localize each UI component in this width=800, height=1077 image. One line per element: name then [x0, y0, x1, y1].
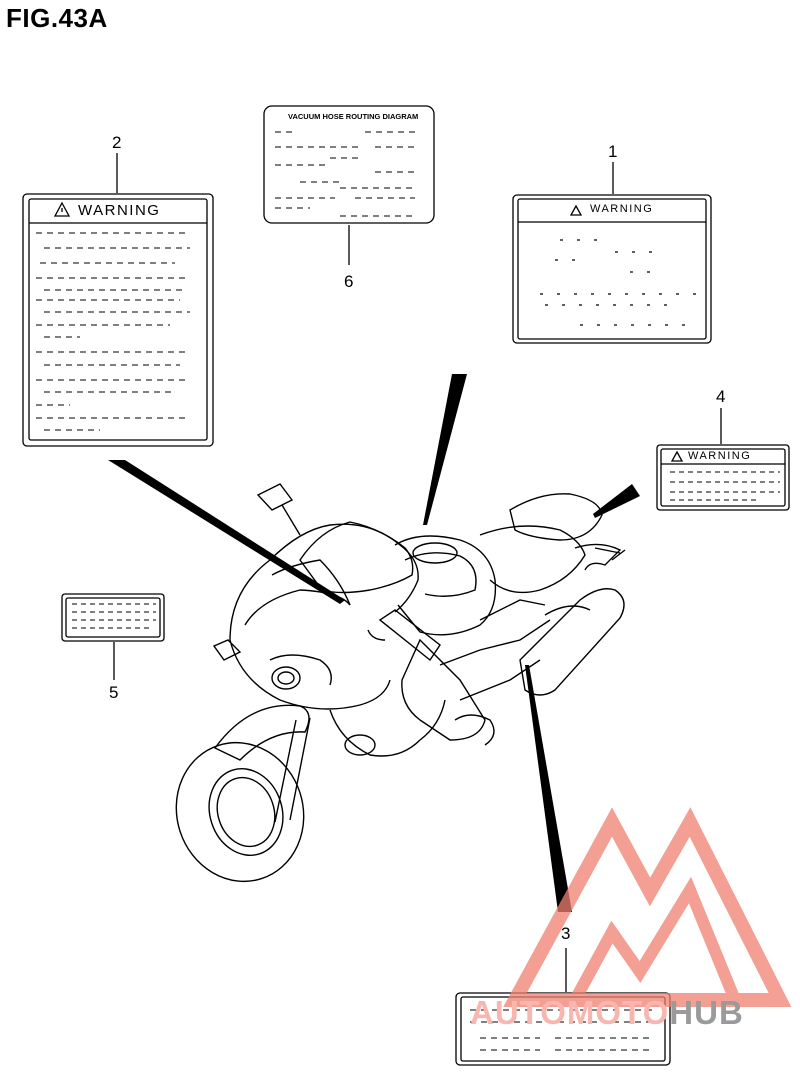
- label-6-vacuum-hose-diagram: [263, 105, 435, 265]
- callout-5: 5: [109, 683, 119, 702]
- label-4-warning: [656, 408, 790, 511]
- callout-3: 3: [561, 924, 571, 943]
- warning-triangle-icon: [569, 204, 583, 216]
- label-3: [455, 948, 671, 1066]
- callout-4: 4: [716, 387, 726, 406]
- warning-triangle-icon: [670, 450, 684, 462]
- motorcycle-illustration: [175, 483, 626, 883]
- figure-title: FIG.43A: [6, 3, 108, 33]
- vacuum-diagram-title: VACUUM HOSE ROUTING DIAGRAM: [288, 112, 419, 121]
- watermark-text: AUTOMOTOHUB: [470, 994, 744, 1032]
- callout-1: 1: [608, 142, 618, 161]
- callout-6: 6: [344, 272, 354, 291]
- label-5: [61, 593, 165, 680]
- watermark-logo: [503, 807, 792, 1007]
- warning-triangle-icon: [53, 201, 71, 217]
- label-4-warning-text: WARNING: [688, 450, 752, 462]
- label-1-warning: [512, 162, 712, 344]
- watermark-text-part1: AUTOMOTO: [470, 994, 670, 1031]
- label-2-warning-text: WARNING: [78, 202, 161, 219]
- label-2-warning: [22, 193, 214, 447]
- callout-2: 2: [112, 133, 122, 152]
- label-1-warning-text: WARNING: [590, 203, 654, 215]
- leader-lines: [108, 374, 640, 912]
- watermark-text-part2: HUB: [669, 994, 744, 1031]
